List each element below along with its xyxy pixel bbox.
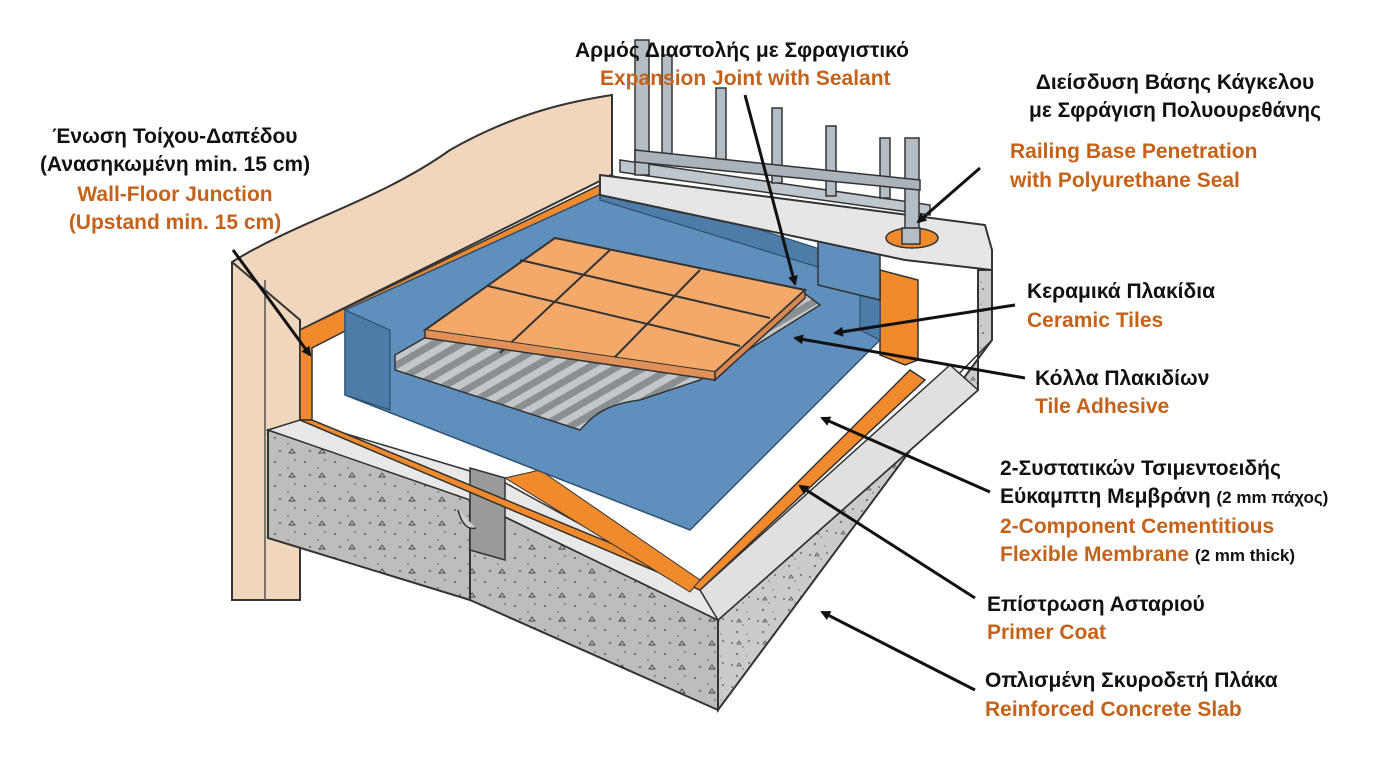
- membrane-english-main: Flexible Membrane: [1000, 543, 1190, 566]
- tiles-greek: Κεραμικά Πλακίδια: [1027, 280, 1215, 303]
- primer-english: Primer Coat: [987, 621, 1107, 644]
- arrow-slab: [820, 610, 976, 692]
- expansion-joint-english: Expansion Joint with Sealant: [600, 67, 891, 90]
- arrow-expansion-joint: [743, 94, 798, 286]
- membrane-greek-small: (2 mm πάχος): [1216, 488, 1329, 507]
- callout-arrows: [231, 94, 1026, 692]
- slab-english: Reinforced Concrete Slab: [985, 698, 1242, 721]
- railing-greek-line2: με Σφράγιση Πολυουρεθάνης: [1029, 99, 1321, 122]
- membrane-english-line2: Flexible Membrane (2 mm thick): [1000, 540, 1295, 571]
- wall-floor-english-line2: (Upstand min. 15 cm): [68, 211, 282, 234]
- tiles-english: Ceramic Tiles: [1027, 309, 1164, 332]
- adhesive-english: Tile Adhesive: [1035, 395, 1170, 418]
- membrane-english-line1: 2-Component Cementitious: [1000, 515, 1275, 538]
- adhesive-greek: Κόλλα Πλακιδίων: [1035, 367, 1210, 390]
- wall-floor-greek-line2: (Ανασηκωμένη min. 15 cm): [39, 153, 311, 176]
- arrow-railing: [916, 166, 981, 224]
- expansion-joint-greek: Αρμός Διαστολής με Σφραγιστικό: [575, 39, 909, 62]
- membrane-greek-line2: Εύκαμπτη Μεμβράνη (2 mm πάχος): [1000, 482, 1328, 513]
- arrow-tiles: [833, 303, 1016, 337]
- arrow-wall-floor: [231, 249, 312, 357]
- primer-greek: Επίστρωση Ασταριού: [987, 593, 1205, 616]
- arrow-membrane: [820, 416, 991, 494]
- railing-greek-line1: Διείσδυση Βάσης Κάγκελου: [1035, 71, 1315, 94]
- ceramic-tiles: [422, 236, 808, 382]
- railing-english-line2: with Polyurethane Seal: [1010, 169, 1240, 192]
- membrane-greek-main: Εύκαμπτη Μεμβράνη: [1000, 485, 1211, 508]
- wall-floor-english-line1: Wall-Floor Junction: [77, 183, 273, 206]
- membrane-greek-line1: 2-Συστατικών Τσιμεντοειδής: [1000, 457, 1281, 480]
- railing-english-line1: Railing Base Penetration: [1010, 140, 1258, 163]
- arrow-adhesive: [793, 334, 1026, 380]
- membrane-english-small: (2 mm thick): [1194, 546, 1296, 565]
- parapet-railing: [599, 39, 993, 272]
- wall-floor-greek-line1: Ένωση Τοίχου-Δαπέδου: [52, 125, 298, 148]
- arrow-primer: [798, 484, 976, 600]
- slab-greek: Οπλισμένη Σκυροδετή Πλάκα: [985, 669, 1278, 692]
